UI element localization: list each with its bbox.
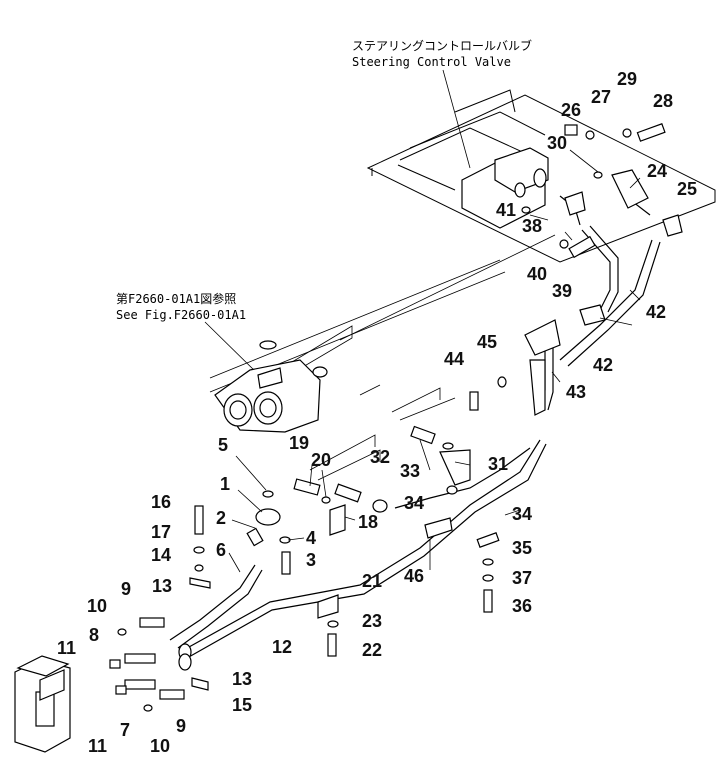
part-label-1: 1	[220, 474, 230, 494]
part-label-10a: 10	[87, 596, 107, 616]
part-label-13b: 13	[232, 669, 252, 689]
part-label-39: 39	[552, 281, 572, 301]
steering-valve-label-en: Steering Control Valve	[352, 55, 511, 69]
motor-unit	[14, 655, 71, 753]
part-label-20: 20	[311, 450, 331, 470]
part-label-38: 38	[522, 216, 542, 236]
reference-leader	[204, 321, 263, 379]
part-label-9b: 9	[176, 716, 186, 736]
part-label-33: 33	[400, 461, 420, 481]
reference-label-jp: 第F2660-01A1図参照	[116, 291, 236, 306]
part-label-37: 37	[512, 568, 532, 588]
part-label-25: 25	[677, 179, 697, 199]
part-label-10b: 10	[150, 736, 170, 756]
part-label-8: 8	[89, 625, 99, 645]
part-label-7: 7	[120, 720, 130, 740]
part-label-30: 30	[547, 133, 567, 153]
part-label-41: 41	[496, 200, 516, 220]
part-label-26: 26	[561, 100, 581, 120]
part-label-11b: 11	[88, 736, 107, 756]
floor-frame	[366, 89, 716, 263]
part-label-24: 24	[647, 161, 667, 181]
part-label-3: 3	[306, 550, 316, 570]
part-label-11a: 11	[57, 638, 76, 658]
part-label-22: 22	[362, 640, 382, 660]
steering-valve-label-jp: ステアリングコントロールバルブ	[352, 38, 532, 53]
part-label-28: 28	[653, 91, 673, 111]
part-label-17: 17	[151, 522, 171, 542]
part-label-6: 6	[216, 540, 226, 560]
part-label-42b: 42	[593, 355, 613, 375]
part-label-43: 43	[566, 382, 586, 402]
part-label-34b: 34	[512, 504, 532, 524]
part-label-34a: 34	[404, 493, 424, 513]
steering-valve-leader	[442, 69, 471, 169]
part-label-44: 44	[444, 349, 464, 369]
reference-label-en: See Fig.F2660-01A1	[116, 308, 246, 322]
part-label-29: 29	[617, 69, 637, 89]
part-label-23: 23	[362, 611, 382, 631]
part-label-13a: 13	[152, 576, 172, 596]
part-label-19: 19	[289, 433, 309, 453]
part-leaders	[228, 149, 641, 573]
part-number-labels: 1 2 3 4 5 6 7 8 9 9 10 10 11 11 12 13 13…	[57, 69, 697, 756]
part-label-9a: 9	[121, 579, 131, 599]
part-label-15: 15	[232, 695, 252, 715]
part-label-42a: 42	[646, 302, 666, 322]
part-label-21: 21	[362, 571, 382, 591]
part-label-12: 12	[272, 637, 292, 657]
part-label-46: 46	[404, 566, 424, 586]
part-label-40: 40	[527, 264, 547, 284]
part-label-36: 36	[512, 596, 532, 616]
chassis-outline	[209, 234, 556, 481]
part-label-2: 2	[216, 508, 226, 528]
part-label-32: 32	[370, 447, 390, 467]
hydraulic-pump	[214, 340, 328, 433]
part-label-4: 4	[306, 528, 316, 548]
part-label-45: 45	[477, 332, 497, 352]
fittings	[109, 123, 683, 712]
part-label-31: 31	[488, 454, 508, 474]
part-label-16: 16	[151, 492, 171, 512]
part-label-35: 35	[512, 538, 532, 558]
part-label-18: 18	[358, 512, 378, 532]
part-label-27: 27	[591, 87, 611, 107]
part-label-14: 14	[151, 545, 171, 565]
part-label-5: 5	[218, 435, 228, 455]
